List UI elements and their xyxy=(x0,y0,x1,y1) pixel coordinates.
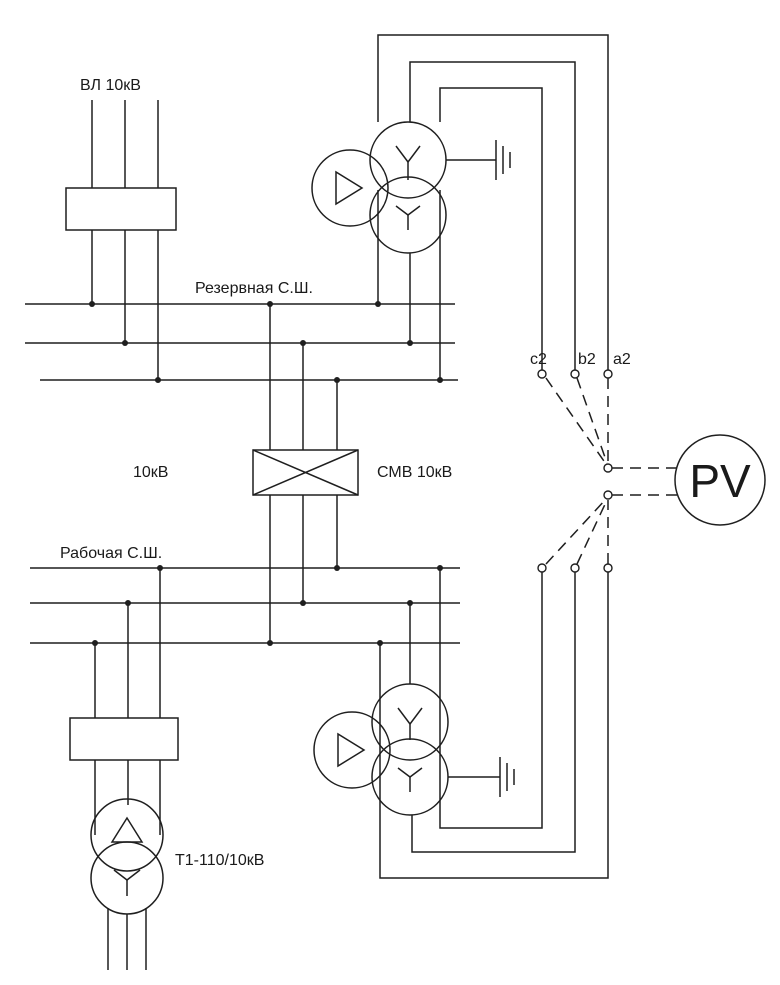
terminal-c2-lower xyxy=(537,563,547,573)
reserve-bus-label: Резервная С.Ш. xyxy=(195,280,313,297)
voltmeter-circle xyxy=(674,434,766,526)
delta-icon xyxy=(335,170,364,206)
transformer-winding-wye xyxy=(90,841,164,915)
vt-bottom-winding-delta xyxy=(313,711,391,789)
selector-pivot-lower xyxy=(603,490,613,500)
vt-top-winding-primary xyxy=(369,121,447,199)
sectional-breaker xyxy=(252,304,359,643)
transformer-winding-delta xyxy=(90,798,164,872)
terminal-a2 xyxy=(603,369,613,379)
main-transformer-label: Т1-110/10кВ xyxy=(175,852,264,869)
voltage-transformer-reserve xyxy=(311,34,609,380)
vt-top-winding-delta xyxy=(311,149,389,227)
voltage-transformer-working xyxy=(313,568,609,879)
delta-icon xyxy=(110,816,144,843)
terminal-c2-label: c2 xyxy=(530,351,547,368)
terminal-b2 xyxy=(570,369,580,379)
terminal-a2-lower xyxy=(603,563,613,573)
terminal-b2-label: b2 xyxy=(578,351,596,368)
main-transformer-feeder xyxy=(69,568,179,970)
selector-pivot-upper xyxy=(603,463,613,473)
breaker-label: СМВ 10кВ xyxy=(377,464,452,481)
feeder-switch-box xyxy=(69,717,179,761)
wye-icon xyxy=(113,869,141,896)
overhead-line-label: ВЛ 10кВ xyxy=(80,77,141,94)
wye-icon xyxy=(395,205,421,230)
working-bus-label: Рабочая С.Ш. xyxy=(60,545,162,562)
voltage-label: 10кВ xyxy=(133,464,168,481)
terminal-c2 xyxy=(537,369,547,379)
working-busbar xyxy=(30,567,460,644)
reserve-busbar xyxy=(25,303,458,381)
terminal-b2-lower xyxy=(570,563,580,573)
wye-icon xyxy=(395,145,421,180)
wye-icon xyxy=(397,707,423,740)
terminal-a2-label: a2 xyxy=(613,351,631,368)
selector-switch xyxy=(537,369,680,573)
delta-icon xyxy=(337,732,366,768)
line-switch-box xyxy=(65,187,177,231)
wye-icon xyxy=(397,767,423,792)
vt-bottom-winding-primary xyxy=(371,683,449,761)
overhead-line-feeder xyxy=(65,100,177,380)
junction-dots xyxy=(89,301,443,646)
voltmeter-label: PV xyxy=(689,455,751,507)
